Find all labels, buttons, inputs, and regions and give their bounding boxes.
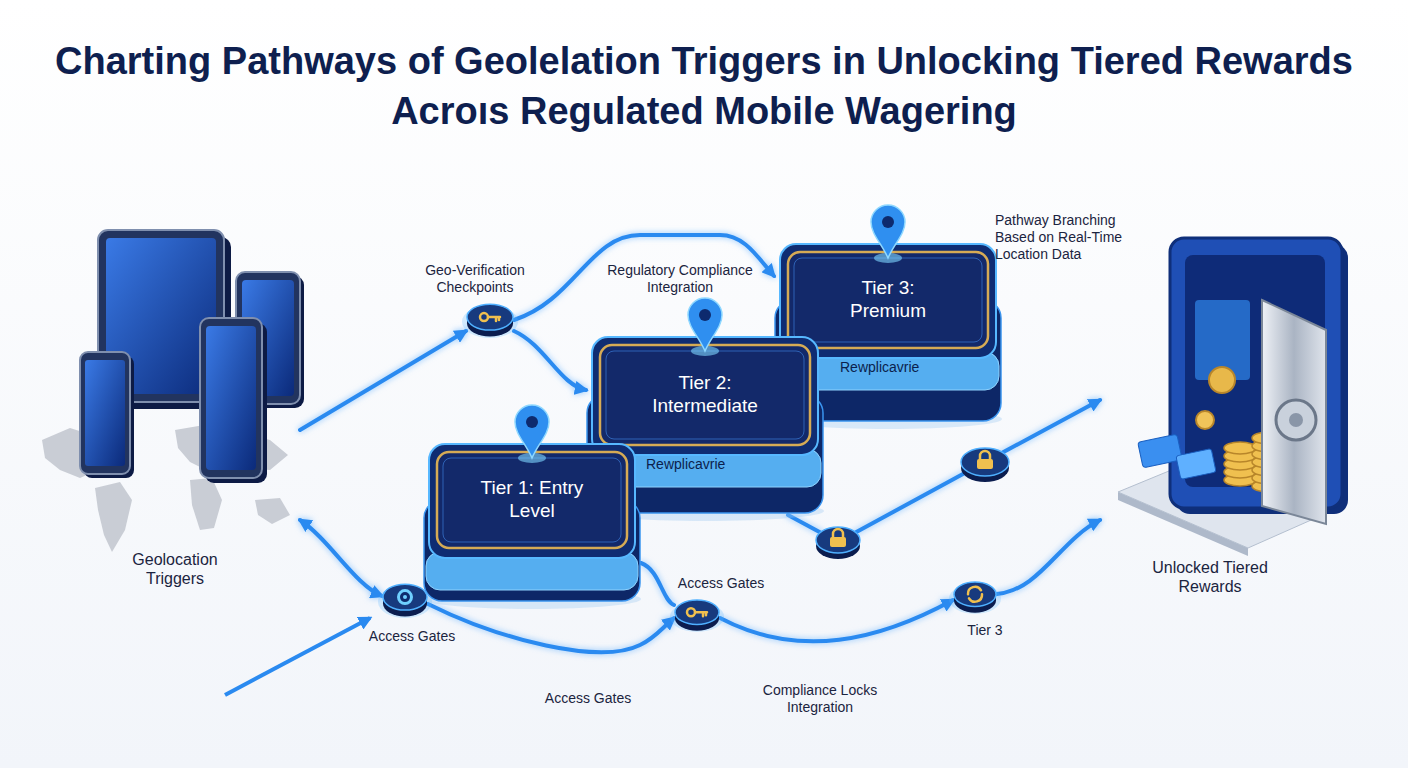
phone-device — [200, 318, 262, 478]
annotation-label: Compliance Locks Integration — [750, 682, 890, 716]
tier-platform-shape — [600, 345, 810, 445]
flow-connector — [514, 331, 586, 390]
icon-disc — [488, 317, 500, 321]
tier-platform-shape — [592, 337, 818, 455]
node-label: Tier 3 — [945, 622, 1025, 639]
reward-vault — [1209, 367, 1235, 393]
phone-device — [80, 352, 130, 474]
tier-platform-shape — [437, 452, 627, 548]
diagram-title: Charting Pathways of Geolelation Trigger… — [39, 36, 1369, 136]
padlock-icon — [977, 459, 993, 469]
tier-platform-shape — [688, 298, 722, 351]
reward-vault — [1224, 442, 1256, 454]
tier-platform-shape — [699, 309, 711, 321]
node-label: Access Gates — [666, 575, 776, 592]
tier-title: Tier 2: Intermediate — [645, 372, 765, 418]
incoming-arrow — [225, 618, 370, 695]
tier-side-text: Rewplicavrie — [646, 456, 725, 473]
reward-vault — [1289, 413, 1303, 427]
flow-connector — [300, 520, 382, 596]
incoming-arrow — [225, 618, 370, 695]
reward-vault — [1138, 434, 1183, 468]
tier-platform-shape — [788, 252, 988, 348]
node-label: Unlocked Tiered Rewards — [1150, 558, 1270, 596]
tier-platform-shape — [794, 258, 982, 342]
gate-icon: Access Gates — [674, 598, 720, 632]
padlock-icon — [816, 527, 860, 553]
padlock-icon — [830, 537, 846, 547]
reward-vault — [1196, 411, 1214, 429]
flow-connector — [720, 600, 953, 641]
flow-connector — [997, 520, 1100, 594]
padlock-icon — [816, 527, 860, 559]
tier-title: Tier 3: Premium — [838, 277, 938, 323]
reward-vault — [1118, 238, 1348, 556]
icon-disc — [968, 587, 982, 602]
tier-platform-shape — [526, 416, 538, 428]
icon-disc — [953, 580, 997, 614]
tier-platform: Tier 1: Entry Level — [423, 402, 641, 603]
reward-vault-node: Unlocked Tiered Rewards — [1100, 232, 1350, 597]
icon-disc — [674, 598, 720, 632]
annotation-label: Pathway Branching Based on Real-Time Loc… — [995, 212, 1140, 262]
reward-vault — [1276, 400, 1316, 440]
padlock-icon — [833, 529, 843, 538]
icon-disc — [383, 584, 427, 610]
tier-platform-shape — [443, 458, 621, 542]
device-cluster: Geolocation Triggers — [70, 225, 300, 595]
flow-connector — [300, 331, 466, 430]
tier-side-text: Rewplicavrie — [840, 359, 919, 376]
icon-disc — [403, 595, 407, 599]
icon-disc — [466, 302, 514, 338]
tier-platform-shape — [429, 444, 635, 558]
tier-platform-shape — [606, 351, 804, 439]
world-map — [255, 498, 290, 524]
padlock-icon — [961, 448, 1009, 476]
icon-disc — [467, 304, 513, 330]
node-label: Geo-Verification Checkpoints — [405, 262, 545, 296]
icon-disc — [382, 582, 428, 618]
phone-device — [200, 318, 267, 483]
tier-icon: Tier 3 — [953, 580, 997, 614]
flow-connector — [428, 604, 674, 652]
world-map — [190, 478, 222, 530]
node-label: Geolocation Triggers — [125, 550, 225, 588]
tier-platform-shape — [515, 405, 549, 458]
flow-connector — [514, 235, 774, 320]
annotation-label: Regulatory Compliance Integration — [600, 262, 760, 296]
checkpoint-icon: Geo-Verification Checkpoints — [466, 302, 514, 338]
annotation-label: Access Gates — [538, 690, 638, 707]
node-label: Access Gates — [357, 628, 467, 645]
world-map — [95, 482, 132, 552]
icon-disc — [695, 612, 707, 616]
tier-platform-shape — [871, 205, 905, 258]
padlock-icon — [980, 451, 990, 460]
padlock-icon — [961, 448, 1009, 482]
icon-disc — [675, 600, 719, 624]
phone-device — [85, 360, 125, 466]
tier-platform-shape — [882, 216, 894, 228]
flow-connector — [641, 563, 674, 605]
reward-vault — [1262, 300, 1326, 524]
gate-icon: Access Gates — [382, 582, 428, 618]
phone-device — [206, 326, 256, 470]
icon-disc — [954, 582, 996, 606]
phone-device — [80, 352, 134, 478]
tier-title: Tier 1: Entry Level — [477, 477, 587, 523]
icon-disc — [399, 591, 412, 604]
reward-vault — [1176, 449, 1216, 480]
